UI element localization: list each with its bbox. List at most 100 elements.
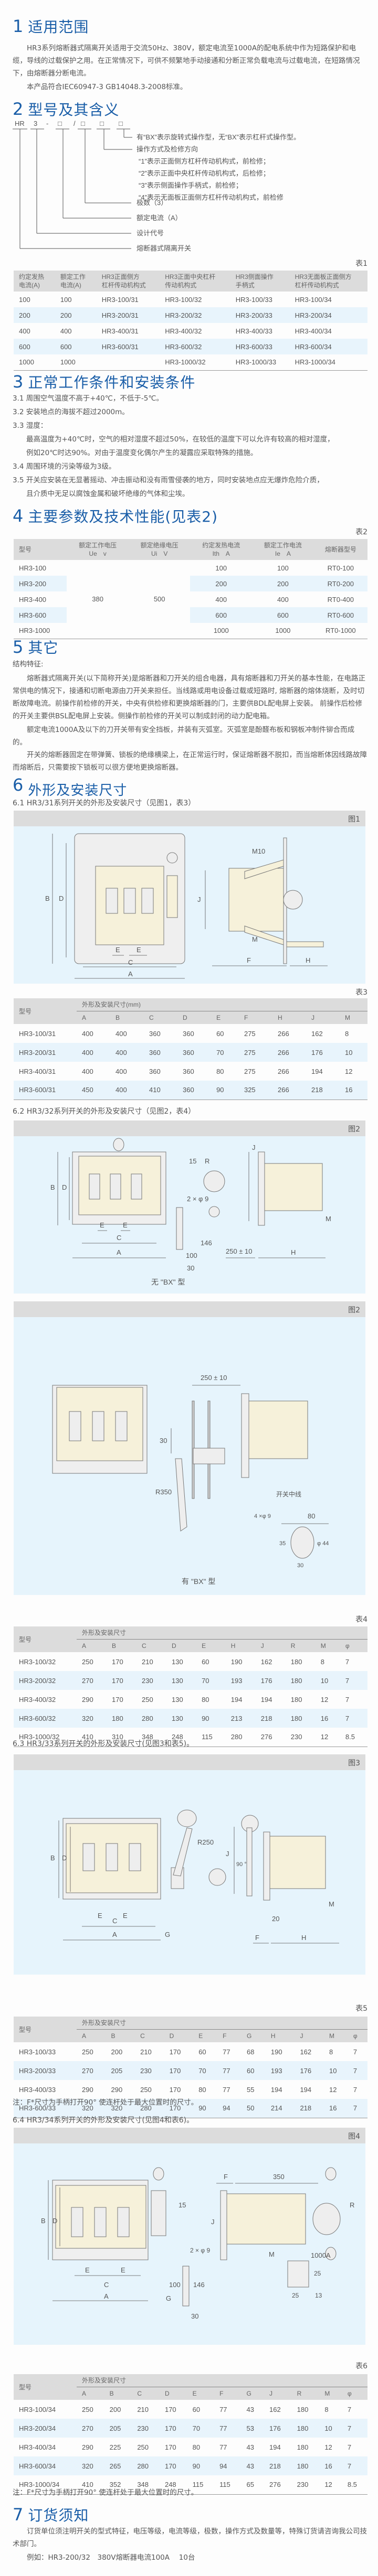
column-header: M <box>340 1011 368 1024</box>
legend-op-3: “3”表示侧面操作手柄式，前检修； <box>139 181 243 189</box>
table-cell: 400 <box>116 1067 127 1075</box>
table-4-label: 表4 <box>355 1615 368 1624</box>
table-cell: 600 <box>14 339 55 354</box>
table-cell: 162 <box>269 2405 281 2413</box>
table-cell: 276 <box>260 1733 272 1741</box>
table-cell: HR3-400/31 <box>101 327 139 335</box>
figure-3: B D E E C A G R250 J 90 ° M 20 F H <box>14 1770 365 1975</box>
table-cell: 55 <box>247 2085 255 2094</box>
table-cell: 360 <box>144 1043 178 1062</box>
table-cell: 280 <box>136 1709 167 1728</box>
table-cell: 7 <box>347 2443 352 2451</box>
table-cell: HR3-1000/32 <box>19 1733 60 1741</box>
legend-op-2: “2”表示正面中央杠杆传动机构式，后检修； <box>139 169 270 177</box>
table-cell: 213 <box>225 1709 256 1728</box>
dim-h: H <box>301 1934 307 1942</box>
table-cell: 250 <box>82 2047 93 2056</box>
header-line: Ui V <box>151 550 168 557</box>
header-line: Ue v <box>89 550 107 557</box>
table-3-label: 表3 <box>355 988 368 997</box>
table-cell: HR3-200/33 <box>14 2061 77 2080</box>
table-cell: 8 <box>324 2405 329 2413</box>
dim-h: H <box>291 1248 296 1256</box>
table-cell: 214 <box>265 2099 295 2118</box>
table-6-label: 表6 <box>355 2362 368 2370</box>
table-cell: 8.5 <box>345 1733 355 1741</box>
table-cell: 200 <box>109 2405 121 2413</box>
table-cell: 94 <box>214 2456 242 2475</box>
table-cell: 200 <box>252 576 314 591</box>
table-cell: 53 <box>241 2419 265 2438</box>
figure-4-drawing <box>48 2167 341 2306</box>
table-cell: 7 <box>347 2405 352 2413</box>
table-cell: 325 <box>238 1081 272 1100</box>
column-header: D <box>159 2387 187 2400</box>
dimension-group-header: 外形及安装尺寸 <box>77 1626 368 1640</box>
code-bx: □ <box>119 120 123 127</box>
dimension-group-header: 外形及安装尺寸(mm) <box>77 998 368 1011</box>
table-cell: 70 <box>187 2419 215 2438</box>
table-cell: 12 <box>329 2085 337 2094</box>
table-cell: 190 <box>230 1657 243 1666</box>
figure-2b-header: 图2 <box>14 1301 365 1317</box>
table-cell: 250 <box>140 2085 152 2094</box>
dim-b: B <box>50 1183 55 1191</box>
legend-poles: 极数（3） <box>136 199 168 207</box>
column-header: A <box>77 2029 106 2042</box>
dim-15: 15 <box>189 1157 197 1165</box>
table-cell: 8 <box>345 1029 349 1038</box>
table-cell: 320 <box>77 2456 104 2475</box>
table-cell: RT0-1000 <box>326 627 356 635</box>
dim-90deg: 90 ° <box>236 1861 247 1868</box>
table-cell: 7 <box>348 2099 368 2118</box>
header-line: HR3侧面操作 <box>235 273 274 281</box>
dim-m: M <box>269 2250 275 2258</box>
table-cell: 275 <box>244 1029 256 1038</box>
dim-e: E <box>98 1912 102 1920</box>
table-cell: HR3-1000/32 <box>165 358 206 367</box>
table-cell: HR3-200/31 <box>14 1043 77 1062</box>
table-cell: 180 <box>290 1657 302 1666</box>
table-cell: HR3-100/33 <box>235 295 272 304</box>
dim-phi44: φ 44 <box>317 1540 329 1547</box>
table-cell: 77 <box>223 2085 230 2094</box>
table-1-header: 额定工作电流(A) <box>55 271 97 292</box>
dim-350: 350 <box>273 2173 285 2181</box>
dim-c: C <box>112 1917 118 1925</box>
column-header: D <box>166 1639 197 1652</box>
table-cell: 100 <box>277 564 289 572</box>
dim-a: A <box>117 1248 121 1256</box>
dim-j: J <box>226 1850 229 1858</box>
section-5-paragraph-2: 额定电流1000A及以下的刀开关带有安全挡板，并装有灭弧室。灭弧室是酚醛布板和钢… <box>13 726 355 747</box>
table-cell: 130 <box>172 1657 183 1666</box>
dim-250: 250 ± 10 <box>226 1247 253 1255</box>
dim-a: A <box>128 970 133 978</box>
column-header: R <box>291 2387 320 2400</box>
table-cell: HR3-600/34 <box>289 339 368 354</box>
table-cell: 230 <box>290 1733 302 1741</box>
table-cell: 70 <box>193 2061 218 2080</box>
table-cell: 266 <box>272 1081 306 1100</box>
column-header: B <box>104 2387 132 2400</box>
subsection-6-2: 6.2 HR3/32系列开关的外形及安装尺寸（见图2，表4） <box>13 1107 196 1116</box>
table-cell: 16 <box>340 1081 368 1100</box>
column-header: C <box>136 1639 167 1652</box>
dim-146: 146 <box>193 2281 205 2289</box>
table-cell: 250 <box>82 1657 93 1666</box>
column-header: B <box>110 1011 144 1024</box>
table-cell: 320 <box>106 2099 135 2118</box>
table-cell: 8 <box>320 1657 325 1666</box>
table-cell: 194 <box>230 1695 243 1704</box>
figure-2a-header: 图2 <box>14 1120 365 1136</box>
table-2-label: 表2 <box>355 528 368 536</box>
code-hr: HR <box>15 120 25 127</box>
dim-250: 250 ± 10 <box>201 1374 227 1382</box>
dim-2x-phi9: 2 × φ 9 <box>190 2247 211 2254</box>
column-header: J <box>306 1011 340 1024</box>
